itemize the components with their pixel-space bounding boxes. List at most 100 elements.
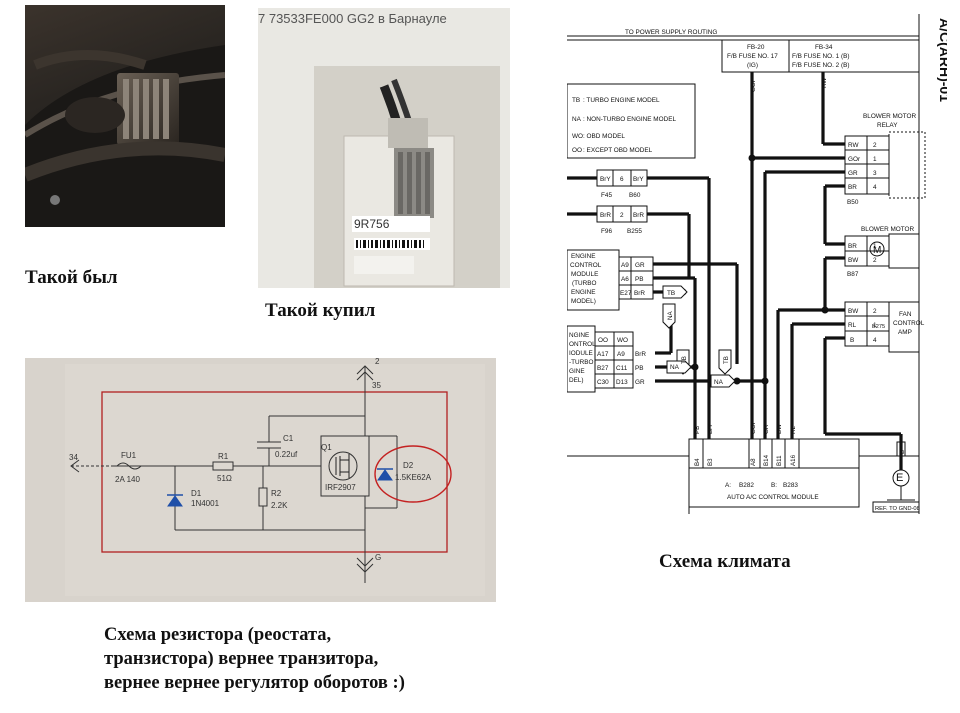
tag-na-vert-1: NA	[667, 311, 674, 320]
motor-symbol: M	[873, 245, 881, 256]
photo-old-resistor	[25, 5, 225, 227]
r2-label: R2	[271, 489, 282, 498]
legend-oo-code: OO	[572, 147, 582, 154]
node-left: 34	[69, 453, 78, 462]
ecm-title-2: CONTROL	[570, 262, 602, 269]
new-resistor-photo-art: 9R756	[343, 78, 455, 287]
ecm2-row-2-a: B27	[597, 365, 609, 372]
bottom-wire-1: PB	[694, 426, 701, 434]
relay-pin-2-num: 1	[873, 156, 877, 163]
conn-brr-left: F96	[601, 228, 612, 235]
ecm-pin-3-wire: BrR	[634, 290, 645, 297]
ecm-title-6: MODEL)	[571, 298, 596, 305]
ecm-title-4: (TURBO	[572, 280, 597, 287]
caption-new-part: Такой купил	[265, 300, 376, 321]
legend-tb-text: : TURBO ENGINE MODEL	[583, 97, 660, 104]
r1-label: R1	[218, 452, 229, 461]
relay-pin-3-wire: GR	[848, 170, 858, 177]
ecm2-head-2: WO	[617, 337, 628, 344]
ecm2-title-5: GINE	[569, 368, 585, 375]
fan-pin-2-wire: RL	[848, 322, 857, 329]
fb20-line1: F/B FUSE NO. 17	[727, 53, 778, 60]
tag-na-2: NA	[714, 379, 724, 386]
label-partial: 9R756	[354, 217, 390, 231]
bottom-wire-5: BW	[776, 424, 783, 434]
relay-pin-3-num: 3	[873, 170, 877, 177]
conn-bry-wire2: BrY	[633, 176, 644, 183]
tag-tb-vert-2: TB	[723, 356, 730, 364]
fan-pin-1-num: 2	[873, 308, 877, 315]
bottom-wire-6: RL	[790, 426, 797, 434]
c1-label: C1	[283, 434, 294, 443]
conn-brr-pin: 2	[620, 212, 624, 219]
ecm2-head-1: OO	[598, 337, 608, 344]
conn-brr-right: B255	[627, 228, 642, 235]
caption-resistor-line-1: Схема резистора (реостата,	[104, 625, 332, 645]
relay-conn: B50	[847, 199, 859, 206]
ecm2-row-3-b: D13	[616, 379, 628, 386]
bottom-wire-4: GR	[763, 424, 770, 434]
caption-resistor-scheme: Схема резистора (реостата, транзистора) …	[104, 623, 405, 695]
relay-title-2: RELAY	[877, 122, 898, 129]
fb34-line2: F/B FUSE NO. 2 (B)	[792, 62, 850, 69]
caption-climate-scheme: Схема климата	[659, 551, 791, 572]
motor-title: BLOWER MOTOR	[861, 226, 915, 233]
q1-label: Q1	[321, 443, 332, 452]
ecm-pin-2-wire: PB	[635, 276, 644, 283]
caption-resistor-line-3: вернее вернее регулятор оборотов :)	[104, 673, 405, 693]
motor-pin-1-wire: BR	[848, 243, 857, 250]
d1-label: D1	[191, 489, 202, 498]
ecm-pin-3: E27	[620, 290, 632, 297]
bottom-wire-3: GOr	[750, 422, 757, 434]
fan-pin-3-wire: B	[850, 337, 854, 344]
listing-title: 7 73533FE000 GG2 в Барнауле	[258, 11, 447, 26]
legend-na-code: NA	[572, 116, 582, 123]
ecm2-title-2: ONTROL	[569, 341, 596, 348]
fb20-line2: (IG)	[747, 62, 758, 69]
q1-value: IRF2907	[325, 483, 356, 492]
module-name: AUTO A/C CONTROL MODULE	[727, 494, 819, 501]
ecm2-row-1-wire: BrR	[635, 351, 646, 358]
climate-wiring-diagram: TO POWER SUPPLY ROUTING FB-20 F/B FUSE N…	[567, 14, 947, 514]
node-bottom: G	[375, 553, 381, 562]
ground-symbol: E	[896, 472, 903, 484]
ecm2-row-3-wire: GR	[635, 379, 645, 386]
tag-na-1: NA	[670, 364, 680, 371]
motor-circle	[869, 241, 885, 257]
module-conn-a: B282	[739, 482, 754, 489]
bottom-wire-2: BrY	[707, 424, 714, 434]
resistor-circuit-diagram: 2 35 34 G FU1 2A 140 R1 51Ω C1 0.22uf Q1…	[25, 358, 496, 602]
bottom-pin-4: B14	[763, 454, 770, 466]
conn-brr-wire2: BrR	[633, 212, 644, 219]
module-conn-b: B283	[783, 482, 798, 489]
module-conn-prefix: A:	[725, 482, 731, 489]
old-resistor-photo-art	[25, 45, 225, 227]
wiring-side-title: A/C(ARH)-01	[937, 18, 947, 102]
conn-brr-wire: BrR	[600, 212, 611, 219]
ground-ref: REF. TO GND-08	[875, 506, 920, 512]
relay-pin-4-num: 4	[873, 184, 877, 191]
d2-label: D2	[403, 461, 414, 470]
wire-gor-top: GOr	[750, 80, 757, 92]
ecm-pin-1-wire: GR	[635, 262, 645, 269]
fb34-line1: F/B FUSE NO. 1 (B)	[792, 53, 850, 60]
ecm-pin-2: A6	[621, 276, 629, 283]
ecm2-title-4: -TURBO	[569, 359, 594, 366]
node-top: 2	[375, 358, 380, 366]
ecm2-row-2-b: C11	[616, 365, 628, 372]
legend-wo-text: : OBD MODEL	[583, 133, 625, 140]
photo-resistor-circuit: 2 35 34 G FU1 2A 140 R1 51Ω C1 0.22uf Q1…	[25, 358, 496, 602]
wiring-svg: TO POWER SUPPLY ROUTING FB-20 F/B FUSE N…	[567, 14, 947, 514]
conn-bry-right: B60	[629, 192, 641, 199]
fan-pin-3-num: 4	[873, 337, 877, 344]
module-conn-b-prefix: B:	[771, 482, 777, 489]
motor-pin-2-num: 2	[873, 257, 877, 264]
relay-pin-1-wire: RW	[848, 142, 859, 149]
bottom-pin-2: B3	[707, 458, 714, 466]
ecm2-title-6: DEL)	[569, 377, 584, 384]
motor-conn: B87	[847, 271, 859, 278]
relay-pin-2-wire: GOr	[848, 156, 861, 163]
relay-pin-1-num: 2	[873, 142, 877, 149]
fan-conn: B275	[872, 324, 885, 330]
fan-title-3: AMP	[898, 329, 912, 336]
